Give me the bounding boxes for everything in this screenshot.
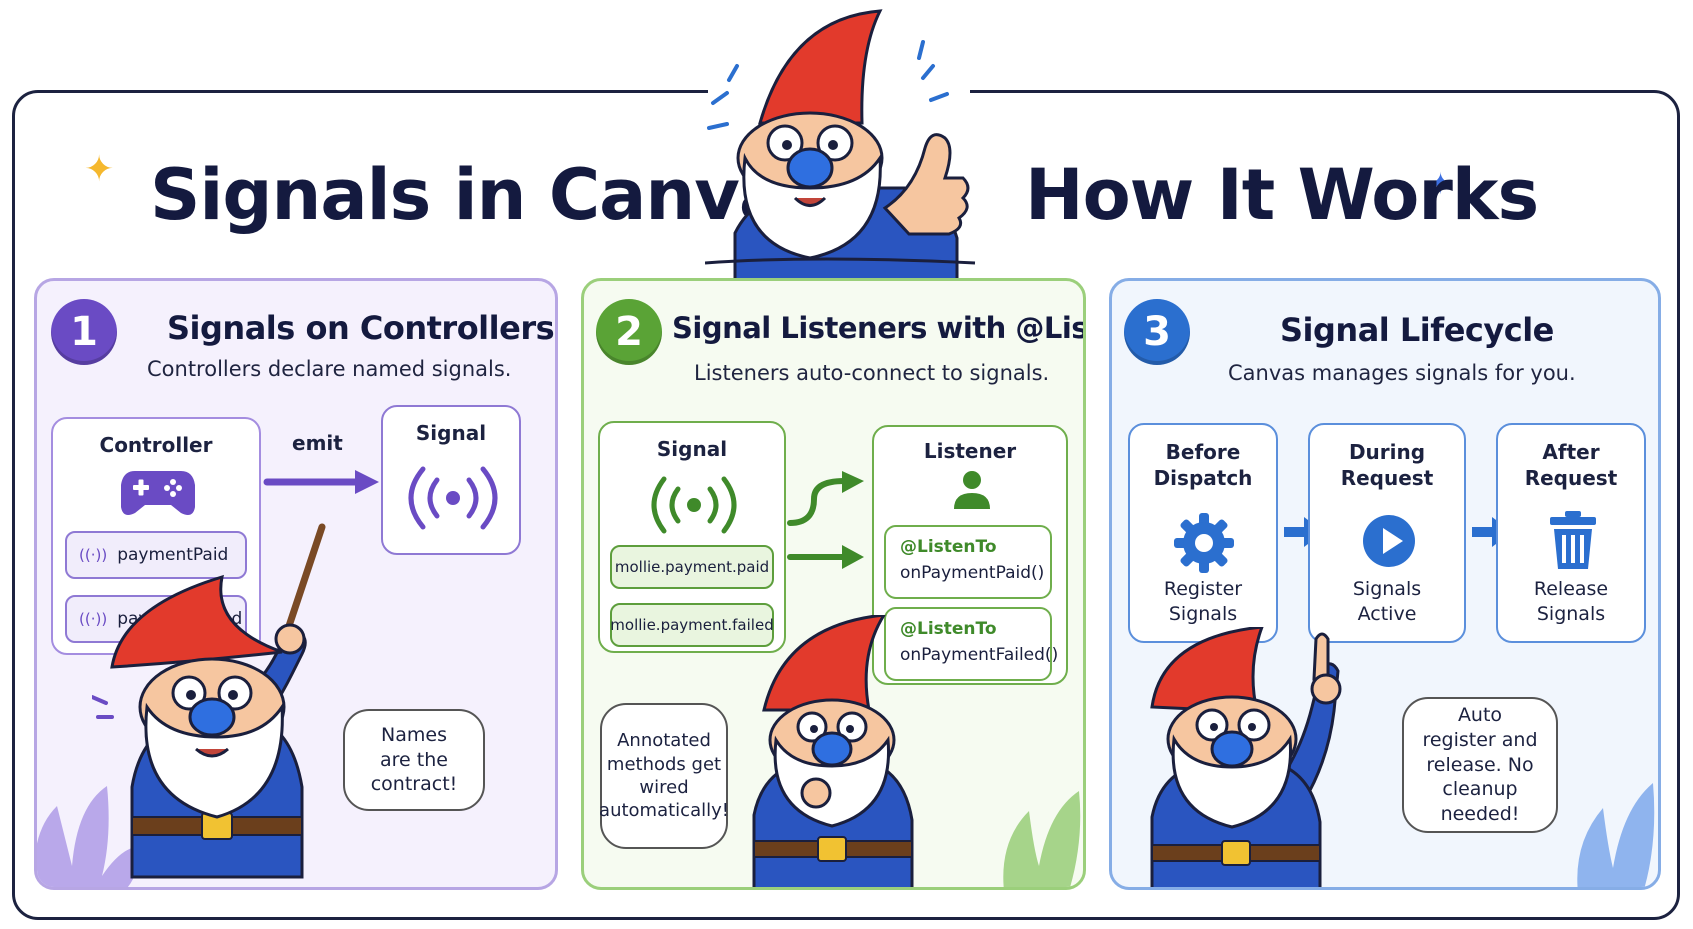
lifecycle-stage: Before Dispatch Register Signals	[1128, 423, 1278, 643]
panel-signal-lifecycle: 3 Signal Lifecycle Canvas manages signal…	[1109, 278, 1661, 890]
stage-action: Signals Active	[1352, 578, 1422, 625]
panel-title: Signal Lifecycle	[1280, 311, 1554, 349]
panel-signals-on-controllers: 1 Signals on Controllers Controllers dec…	[34, 278, 558, 890]
connect-arrow-icon	[784, 471, 874, 581]
user-icon	[952, 469, 992, 509]
page-title-right: How It Works	[1025, 154, 1539, 236]
speech-bubble: Auto register and release. No cleanup ne…	[1402, 697, 1558, 833]
lifecycle-stage: After Request Release Signals	[1496, 423, 1646, 643]
stage-phase: After Request	[1524, 440, 1618, 490]
signal-name: mollie.payment.failed	[610, 616, 774, 634]
signal-name-pill: mollie.payment.failed	[610, 603, 774, 647]
signal-label: Signal	[415, 421, 487, 445]
signal-label: Signal	[656, 437, 728, 461]
step-badge-1: 1	[51, 299, 117, 365]
gnome-thinking-illustration	[724, 615, 944, 887]
sparkle-icon: ✦	[1428, 167, 1454, 202]
panel-subtitle: Listeners auto-connect to signals.	[694, 361, 1050, 385]
panel-subtitle: Controllers declare named signals.	[147, 357, 512, 381]
sparkle-icon: ✦	[84, 149, 115, 190]
step-badge-3: 3	[1124, 299, 1190, 365]
signal-box: Signal	[381, 405, 521, 555]
signal-name: mollie.payment.paid	[614, 558, 770, 576]
stage-phase: During Request	[1340, 440, 1434, 490]
signal-box: Signal mollie.payment.paid mollie.paymen…	[598, 421, 786, 653]
stage-phase: Before Dispatch	[1153, 440, 1253, 490]
play-icon	[1361, 513, 1417, 569]
emit-arrow-icon	[263, 467, 383, 497]
bush-decoration	[984, 781, 1083, 887]
speech-bubble: Annotated methods get wired automaticall…	[599, 703, 729, 849]
panel-signal-listeners: 2 Signal Listeners with @ListenTo Listen…	[581, 278, 1086, 890]
listen-to-annotation: @ListenTo	[900, 537, 997, 557]
listener-box: Listener @ListenTo onPaymentPaid() @List…	[872, 425, 1068, 685]
bush-decoration	[1558, 771, 1658, 887]
gnome-thumbs-up-illustration	[705, 8, 995, 283]
stage-action: Release Signals	[1533, 578, 1609, 625]
listener-method: onPaymentPaid()	[900, 563, 1045, 583]
speech-bubble: Names are the contract!	[343, 709, 485, 811]
listener-label: Listener	[923, 439, 1017, 463]
gnome-pointer-illustration	[92, 517, 392, 887]
stage-action: Register Signals	[1163, 578, 1243, 625]
signal-name-pill: mollie.payment.paid	[610, 545, 774, 589]
gear-icon	[1174, 513, 1234, 573]
panel-title: Signals on Controllers	[167, 309, 555, 347]
lifecycle-stage: During Request Signals Active	[1308, 423, 1466, 643]
emit-label: emit	[292, 431, 343, 455]
controller-label: Controller	[99, 433, 213, 457]
listener-card: @ListenTo onPaymentPaid()	[884, 525, 1052, 599]
panel-subtitle: Canvas manages signals for you.	[1228, 361, 1576, 385]
listener-card: @ListenTo onPaymentFailed()	[884, 607, 1059, 681]
listen-to-annotation: @ListenTo	[900, 619, 997, 639]
gamepad-icon	[121, 467, 195, 519]
bush-decoration	[37, 771, 137, 887]
broadcast-icon: ((·))	[79, 546, 108, 564]
broadcast-icon	[403, 463, 503, 533]
broadcast-icon	[644, 475, 744, 535]
panel-title: Signal Listeners with @ListenTo	[672, 311, 1086, 345]
gnome-pointing-up-illustration	[1132, 627, 1382, 887]
listener-method: onPaymentFailed()	[900, 645, 1059, 665]
trash-icon	[1548, 511, 1598, 571]
page-title-left: Signals in Canvas:	[150, 154, 854, 236]
signal-pill: ((·)) paymentPaid	[65, 531, 247, 579]
step-badge-2: 2	[596, 299, 662, 365]
broadcast-icon: ((·))	[79, 610, 108, 628]
signal-name: paymentPaid	[117, 545, 229, 565]
